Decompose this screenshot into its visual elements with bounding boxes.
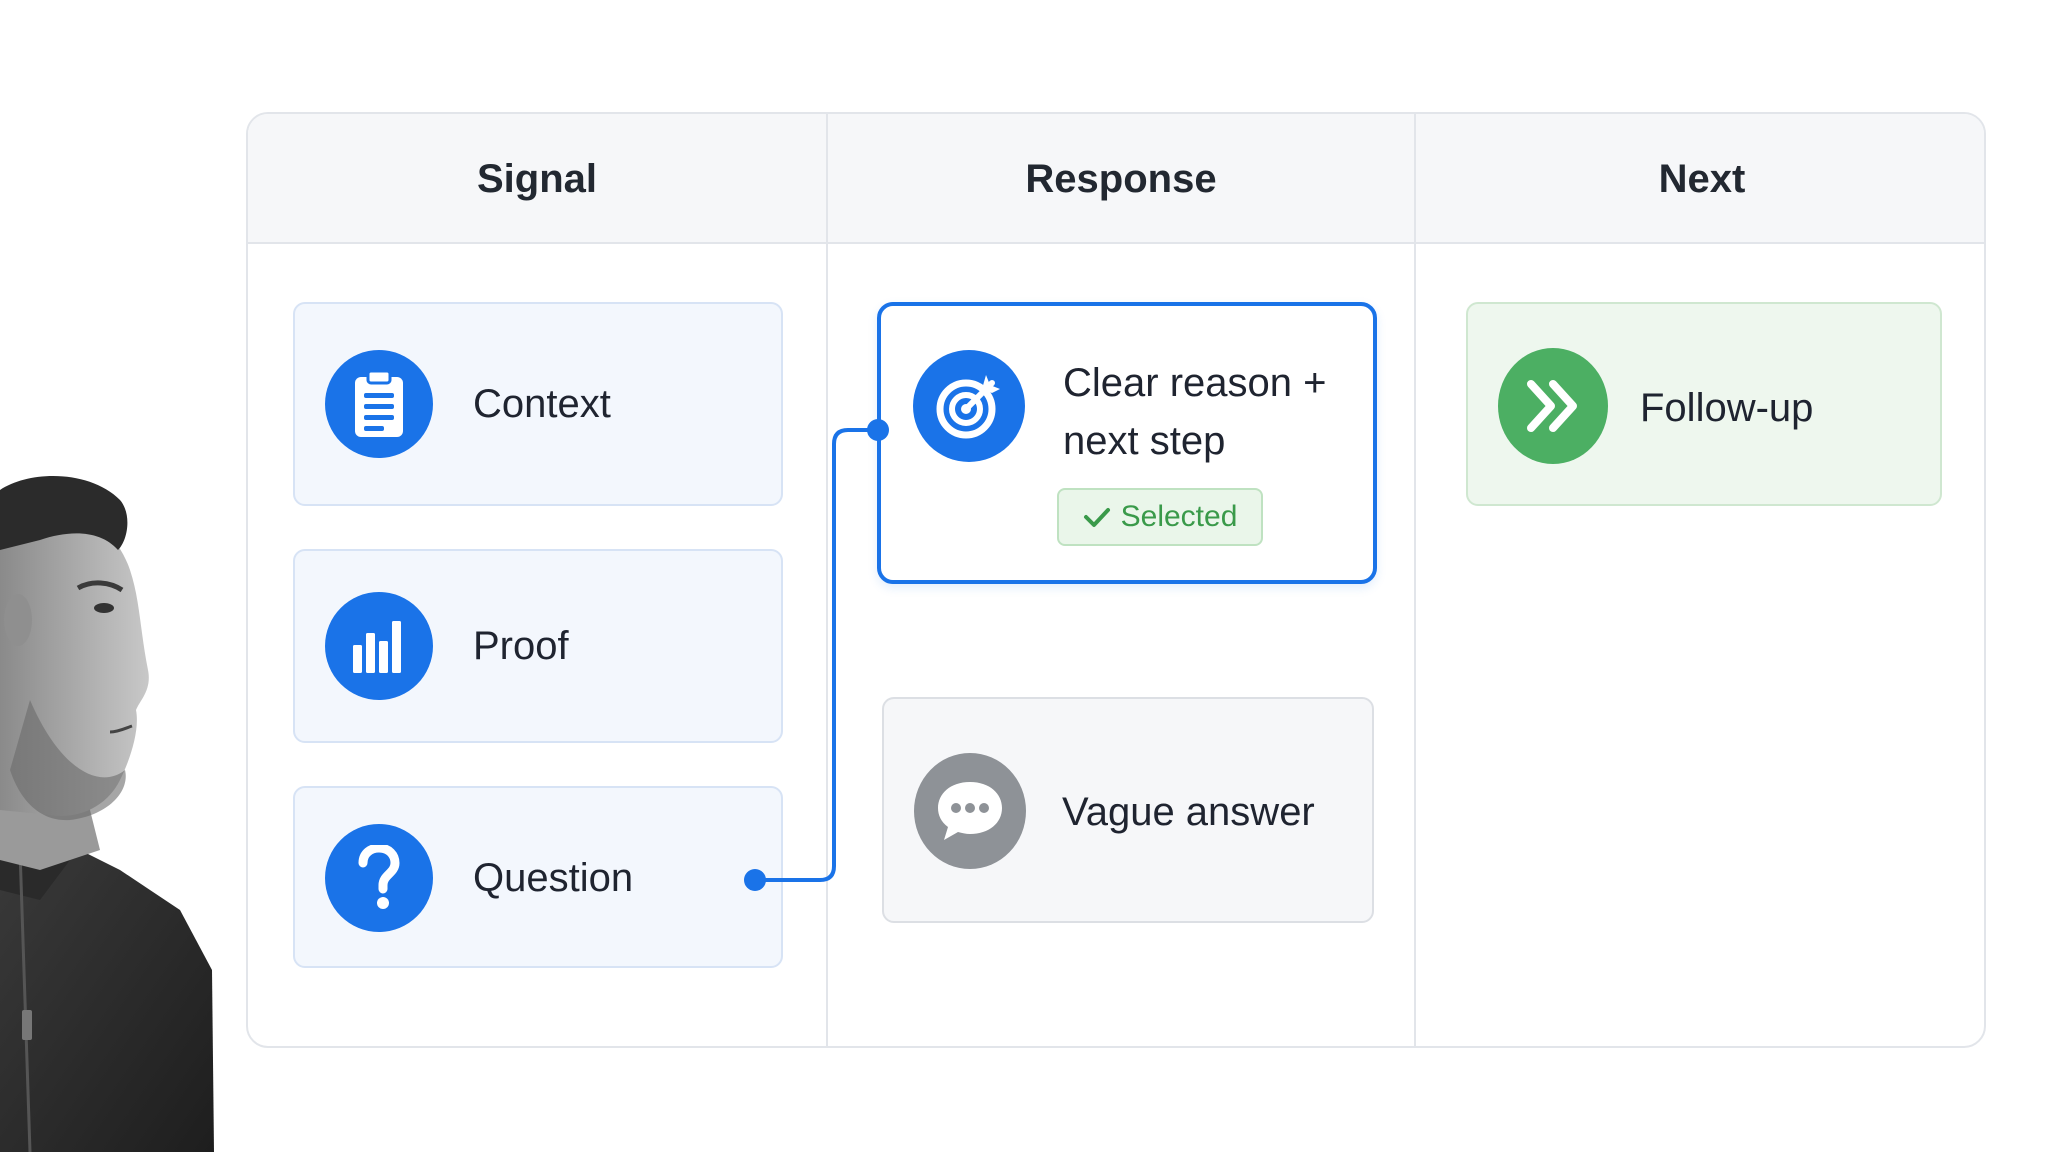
response-card-clear-reason[interactable]: Clear reason + next step Selected [877,302,1377,584]
column-divider [1414,114,1416,1046]
column-title-response: Response [1025,156,1217,201]
target-icon [913,350,1025,462]
person-photo [0,476,214,1152]
selected-badge: Selected [1057,488,1263,546]
signal-card-label: Question [473,856,634,900]
signal-card-label: Proof [473,624,569,668]
board-header [248,114,1984,244]
response-card-vague-answer[interactable]: Vague answer [882,697,1374,923]
next-card-label: Follow-up [1640,386,1814,430]
response-card-title: Clear reason + next step [1063,354,1326,470]
column-title-signal: Signal [476,156,598,201]
signal-card-label: Context [473,382,611,426]
question-mark-icon [325,824,433,932]
checkmark-icon [1083,508,1110,527]
response-card-title-line1: Clear reason + [1063,361,1327,405]
bar-chart-icon [325,592,433,700]
clipboard-icon [325,350,433,458]
chat-bubble-icon [914,753,1026,869]
signal-card-context[interactable]: Context [293,302,783,506]
signal-card-question[interactable]: Question [293,786,783,968]
response-card-label: Vague answer [1062,790,1315,834]
column-divider [826,114,828,1046]
response-card-title-line2: next step [1063,419,1226,463]
double-chevron-right-icon [1498,348,1608,464]
next-card-follow-up[interactable]: Follow-up [1466,302,1942,506]
column-title-next: Next [1658,156,1746,201]
selected-badge-label: Selected [1120,500,1238,533]
signal-card-proof[interactable]: Proof [293,549,783,743]
